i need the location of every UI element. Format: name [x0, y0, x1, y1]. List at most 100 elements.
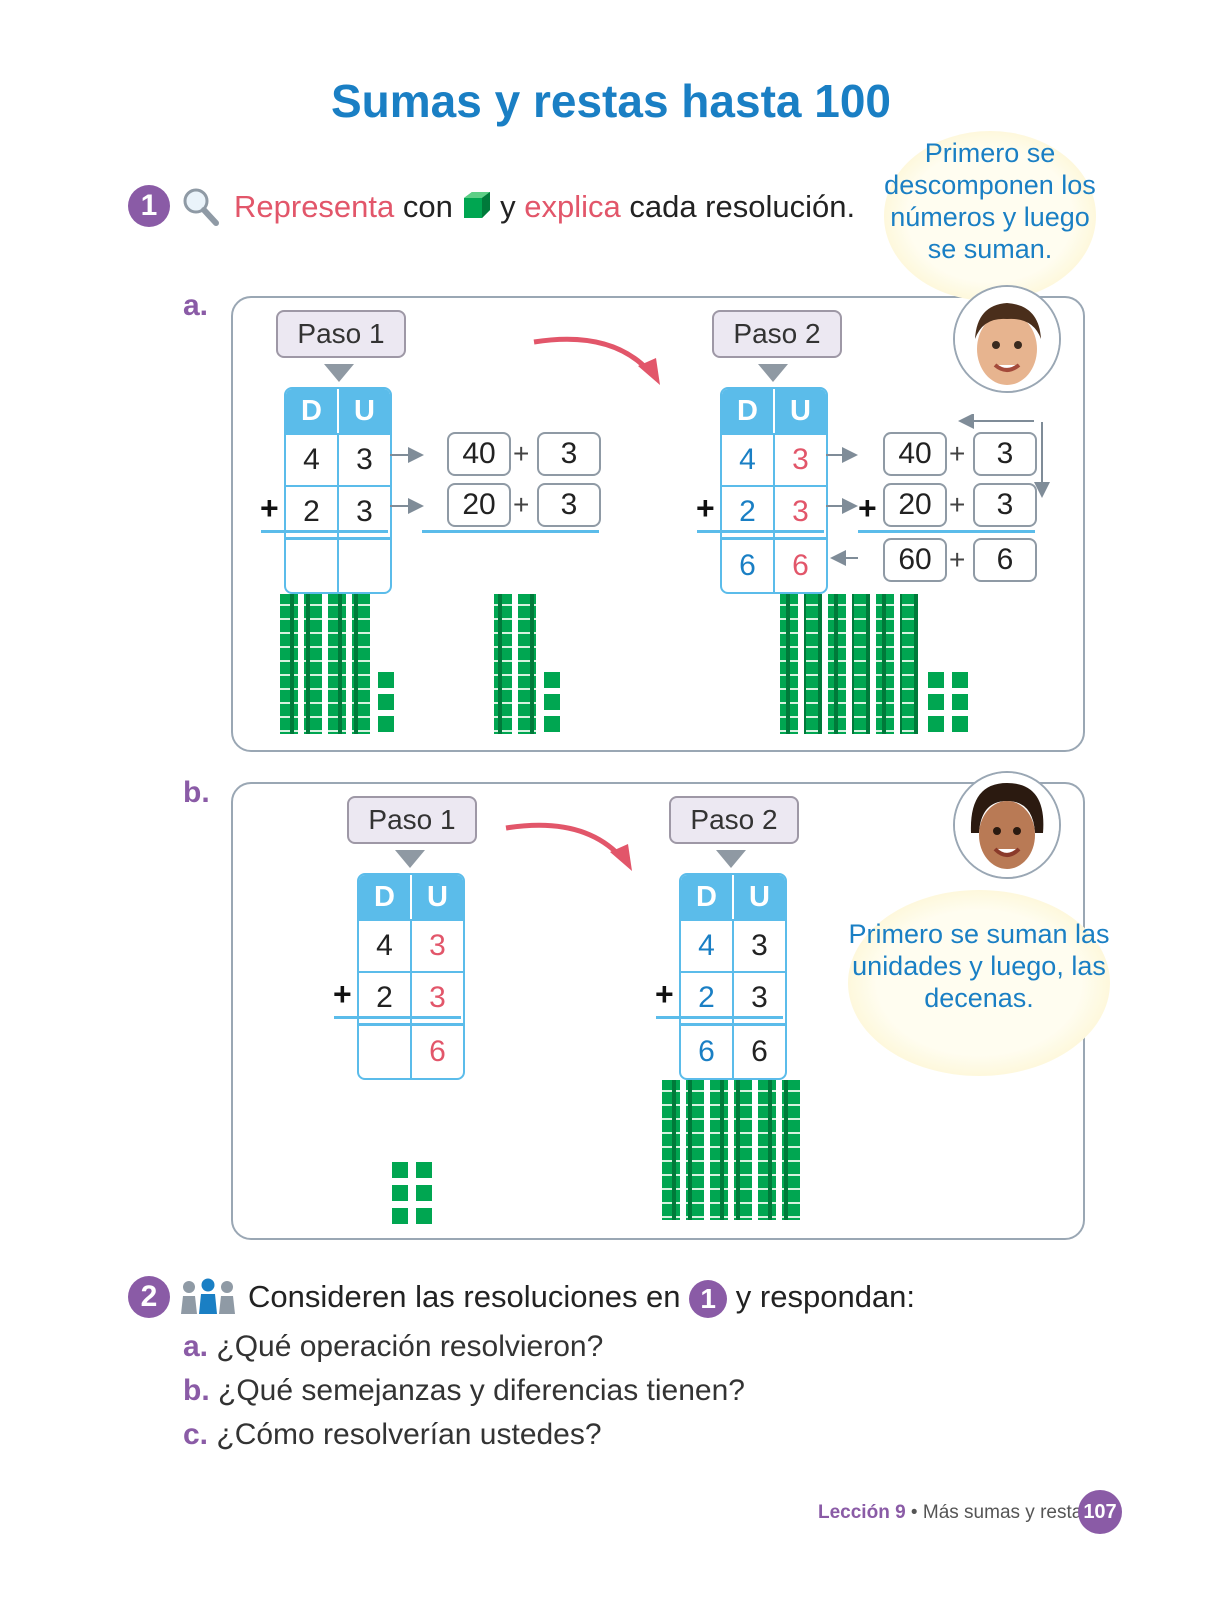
decomp-tens-box: 40 — [447, 432, 511, 476]
unit-cube-icon — [952, 672, 968, 688]
decomp-units-box: 6 — [973, 538, 1037, 582]
girl-face-icon — [953, 771, 1061, 879]
speech-bubble-a-text: Primero se descomponen los números y lue… — [884, 138, 1096, 264]
grid-sum-cell: 6 — [751, 1035, 768, 1068]
decomp-units-box: 3 — [973, 483, 1037, 527]
group-of-people-icon — [180, 1278, 236, 1321]
grid-header-units: U — [749, 881, 770, 913]
step-label-a2: Paso 2 — [712, 310, 842, 358]
grid-sum-cell: 6 — [722, 540, 775, 592]
ten-rod-icon — [758, 1080, 776, 1220]
grid-cell: 3 — [356, 495, 373, 528]
unit-cube-icon — [952, 716, 968, 732]
ten-rod-icon — [900, 594, 918, 734]
op-plus: + — [949, 544, 966, 575]
op-plus: + — [949, 438, 966, 469]
grid-cell: 4 — [286, 435, 339, 485]
triangle-pointer-icon — [395, 850, 425, 868]
boy-face-icon — [953, 285, 1061, 393]
base-ten-blocks-a — [280, 594, 968, 734]
plus-sign: + — [858, 490, 877, 526]
grid-cell: 3 — [429, 929, 446, 962]
grid-header-tens: D — [359, 875, 412, 919]
grid-cell: 3 — [792, 443, 809, 476]
sum-line — [261, 530, 388, 533]
magnifier-icon — [180, 185, 220, 232]
unit-cube-icon — [928, 716, 944, 732]
unit-cube-icon — [928, 672, 944, 688]
activity-number-1: 1 — [128, 185, 170, 227]
question-text: ¿Cómo resolverían ustedes? — [216, 1418, 602, 1451]
grid-sum-cell: 6 — [681, 1026, 734, 1078]
step-label-b1: Paso 1 — [347, 796, 477, 844]
ten-rod-icon — [780, 594, 798, 734]
question-a: a. ¿Qué operación resolvieron? — [183, 1330, 603, 1364]
question-c: c. ¿Cómo resolverían ustedes? — [183, 1418, 602, 1452]
triangle-pointer-icon — [758, 364, 788, 382]
sum-line — [858, 530, 1035, 533]
unit-cubes-b — [392, 1162, 432, 1224]
sum-line — [334, 1016, 461, 1019]
triangle-pointer-icon — [324, 364, 354, 382]
curved-arrow-icon — [505, 822, 632, 871]
sum-line — [422, 530, 599, 533]
grid-sum-cell — [359, 1026, 412, 1078]
page-number: 107 — [1078, 1490, 1122, 1534]
unit-cube-icon — [392, 1208, 408, 1224]
plus-sign: + — [655, 976, 674, 1012]
grid-header-tens: D — [681, 875, 734, 919]
footer-separator: • — [905, 1502, 923, 1523]
grid-cell: 2 — [286, 487, 339, 537]
ten-rod-icon — [734, 1080, 752, 1220]
grid-cell: 4 — [359, 921, 412, 971]
unit-cube-icon — [416, 1162, 432, 1178]
arrows-icon — [826, 414, 1050, 566]
op-plus: + — [949, 489, 966, 520]
speech-bubble-a: Primero se descomponen los números y lue… — [884, 131, 1096, 301]
unit-cube-icon — [416, 1208, 432, 1224]
unit-cube-icon — [544, 694, 560, 710]
grid-header-units: U — [354, 395, 375, 427]
part-letter-a: a. — [183, 289, 209, 322]
question-b: b. ¿Qué semejanzas y diferencias tienen? — [183, 1374, 745, 1408]
ten-rod-icon — [876, 594, 894, 734]
ten-rod-icon — [494, 594, 512, 734]
keyword-representa: Representa — [234, 189, 395, 224]
decomp-units-box: 3 — [537, 432, 601, 476]
page-title: Sumas y restas hasta 100 — [330, 75, 892, 127]
grid-cell: 4 — [681, 921, 734, 971]
ten-rod-icon — [804, 594, 822, 734]
grid-cell: 4 — [722, 435, 775, 485]
curved-arrow-icon — [533, 336, 660, 385]
unit-cube-icon — [544, 716, 560, 732]
question-letter: c. — [183, 1418, 209, 1451]
footer-topic: Más sumas y restas — [922, 1502, 1092, 1523]
sum-line — [697, 530, 824, 533]
ten-rod-icon — [280, 594, 298, 734]
grid-sum-cell — [286, 540, 339, 592]
question-text: ¿Qué semejanzas y diferencias tienen? — [218, 1374, 745, 1407]
ten-rod-icon — [828, 594, 846, 734]
grid-cell: 2 — [681, 973, 734, 1023]
op-plus: + — [513, 489, 530, 520]
grid-sum-cell — [339, 540, 390, 592]
decomp-tens-box: 20 — [447, 483, 511, 527]
plus-sign: + — [696, 490, 715, 526]
speech-bubble-b-text: Primero se suman las unidades y luego, l… — [848, 919, 1110, 1013]
instruction-text: Consideren las resoluciones en — [248, 1279, 681, 1314]
instruction-text: y respondan: — [735, 1279, 916, 1314]
ten-rod-icon — [852, 594, 870, 734]
part-letter-b: b. — [183, 776, 210, 809]
step-label-b2: Paso 2 — [669, 796, 799, 844]
instruction-text: con — [394, 189, 462, 224]
ten-rod-icon — [352, 594, 370, 734]
grid-header-units: U — [790, 395, 811, 427]
decomp-units-box: 3 — [537, 483, 601, 527]
unit-cube-icon — [928, 694, 944, 710]
decomp-tens-box: 20 — [883, 483, 947, 527]
unit-cube-icon — [378, 716, 394, 732]
ten-rod-icon — [710, 1080, 728, 1220]
grid-cell: 3 — [429, 981, 446, 1014]
green-cube-icon — [462, 190, 492, 228]
